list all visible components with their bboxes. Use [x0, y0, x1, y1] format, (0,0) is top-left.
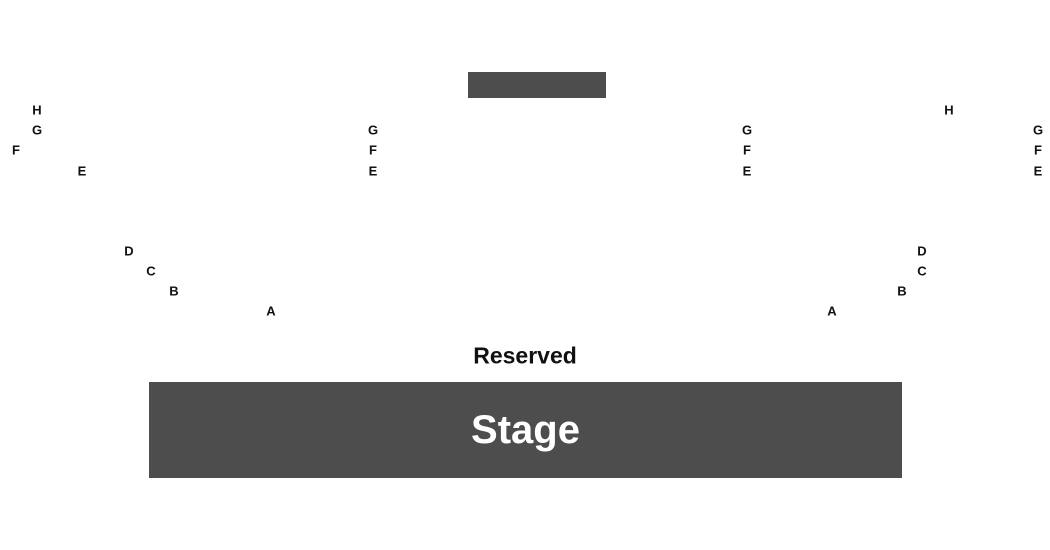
- row-label-far-left-h: H: [32, 102, 42, 118]
- row-label-right-c: C: [917, 263, 927, 279]
- row-label-center-right-g: G: [741, 122, 753, 138]
- row-label-far-left-e: E: [77, 163, 87, 179]
- row-label-far-right-h: H: [944, 102, 954, 118]
- reserved-label: Reserved: [473, 342, 577, 369]
- row-label-far-right-e: E: [1033, 163, 1043, 179]
- row-label-left-d: D: [124, 243, 134, 259]
- row-label-right-a: A: [827, 303, 837, 319]
- row-label-left-c: C: [146, 263, 156, 279]
- row-label-center-left-e: E: [368, 163, 378, 179]
- row-label-far-left-f: F: [12, 142, 20, 158]
- control-booth: [468, 72, 606, 98]
- row-label-right-d: D: [917, 243, 927, 259]
- row-label-right-b: B: [897, 283, 907, 299]
- row-label-left-a: A: [266, 303, 276, 319]
- row-label-center-right-e: E: [742, 163, 752, 179]
- stage: Stage: [149, 382, 902, 478]
- stage-label: Stage: [471, 408, 580, 452]
- row-label-center-right-f: F: [743, 142, 751, 158]
- row-label-far-right-g: G: [1032, 122, 1044, 138]
- row-label-left-b: B: [169, 283, 179, 299]
- row-label-center-left-g: G: [367, 122, 379, 138]
- row-label-far-right-f: F: [1034, 142, 1042, 158]
- row-label-center-left-f: F: [369, 142, 377, 158]
- row-label-far-left-g: G: [31, 122, 43, 138]
